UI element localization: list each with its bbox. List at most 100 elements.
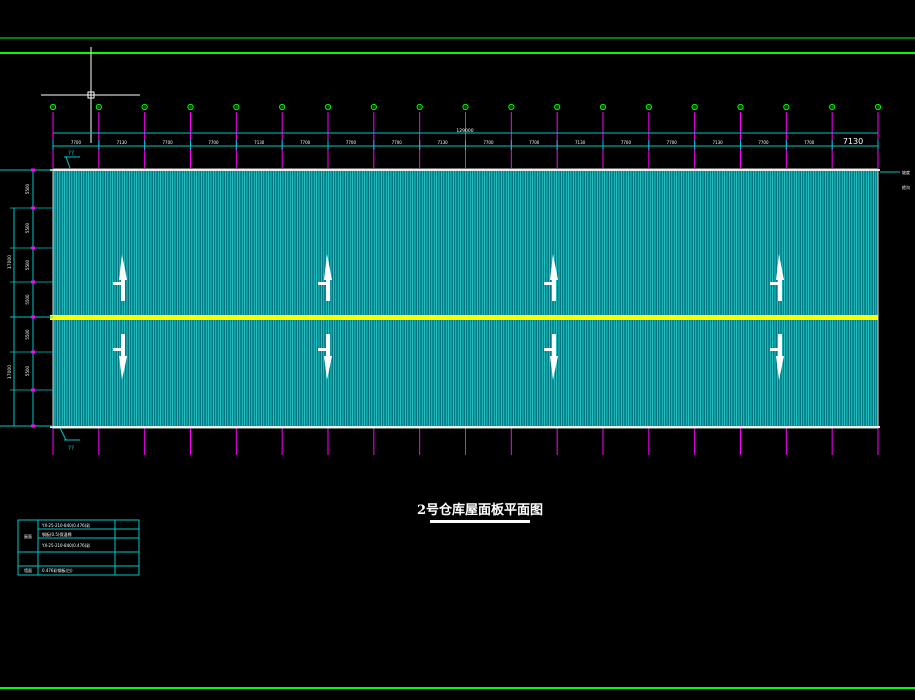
overall-dimension-label: 129000: [456, 128, 473, 134]
column-bubble: ⑱: [829, 103, 836, 111]
slope-arrow-down-icon: [544, 334, 558, 380]
right-note-gutter: 檐沟: [902, 184, 910, 190]
span-label: 7700: [71, 140, 82, 145]
slope-arrows: [113, 254, 784, 380]
left-tick-mark: [31, 315, 35, 319]
svg-text:??: ??: [68, 150, 74, 157]
column-bubble-label: ⑫: [555, 105, 559, 110]
left-inner-label: 5500: [25, 329, 30, 340]
column-bubble-label: ⑨: [418, 106, 421, 110]
span-label: 7700: [300, 140, 311, 145]
column-axis-bubbles: ① ② ③ ④ ⑤ ⑥ ⑦ ⑧ ⑨ ⑩ ⑪ ⑫ ⑬ ⑭ ⑮ ⑯ ⑰ ⑱ ⑲: [49, 103, 882, 111]
legend-roof-line-3: YX-25-210-840(0.476)彩: [41, 542, 90, 548]
column-bubble-label: ④: [189, 106, 192, 110]
column-bubble-label: ⑩: [464, 106, 467, 110]
column-bubble: ⑪: [508, 103, 515, 111]
column-bubble: ②: [95, 103, 102, 111]
title-underline: [430, 520, 530, 523]
column-bubble-label: ⑮: [693, 105, 697, 110]
slope-arrow-up-icon: [113, 254, 127, 301]
left-tick-mark: [31, 280, 35, 284]
left-inner-label: 5500: [25, 183, 30, 194]
left-tick-mark: [31, 246, 35, 250]
span-label: 7130: [437, 140, 448, 145]
left-inner-label: 5500: [25, 365, 30, 376]
slope-arrow-up-icon: [318, 254, 332, 301]
drawing-title: 2号仓库屋面板平面图: [417, 502, 543, 518]
legend-table: 屋面 YX-25-210-840(0.476)彩 钢板(0.5)保温棉 YX-2…: [17, 519, 140, 576]
column-bubble: ⑭: [645, 103, 652, 111]
column-bubble-label: ⑱: [830, 105, 834, 110]
column-bubble: ⑲: [874, 103, 882, 111]
column-bubble-label: ③: [143, 106, 146, 110]
slope-arrow-up-icon: [770, 254, 784, 301]
column-bubble: ⑨: [416, 103, 423, 111]
legend-label-wall: 墙面: [24, 567, 32, 573]
left-tick-mark: [31, 424, 35, 428]
column-bubble-label: ⑦: [326, 106, 329, 110]
column-bubble-label: ⑧: [372, 106, 376, 110]
column-bubble: ⑰: [783, 103, 790, 111]
slope-arrow-down-icon: [770, 334, 784, 380]
column-bubble: ⑮: [691, 103, 698, 111]
left-tick-mark: [31, 388, 35, 392]
column-bubble-label: ①: [51, 106, 54, 110]
column-bubble-label: ②: [97, 106, 100, 110]
column-bubble-label: ⑭: [647, 105, 651, 110]
span-label: 7130: [254, 140, 265, 145]
span-label: 7700: [392, 140, 403, 145]
column-bubble-label: ⑥: [281, 106, 285, 110]
left-dimension-ticks: [10, 168, 53, 428]
span-label: 7130: [712, 140, 723, 145]
span-label: 7700: [529, 140, 540, 145]
ridge-line: [50, 315, 878, 320]
axis-grid-lines: [52, 112, 879, 455]
slope-arrow-down-icon: [113, 334, 127, 380]
column-bubble-label: ⑪: [510, 105, 514, 110]
right-note-slope: 坡度: [902, 169, 910, 175]
column-bubble: ⑯: [737, 103, 744, 111]
column-bubble-label: ⑤: [235, 106, 238, 110]
left-tick-mark: [31, 168, 35, 172]
left-tick-mark: [31, 350, 35, 354]
left-dim-outer-upper: 17000: [7, 255, 13, 269]
top-dimension-lines: [53, 132, 878, 147]
column-bubble: ④: [187, 103, 194, 111]
column-bubble: ①: [49, 103, 57, 111]
span-label: 7700: [483, 140, 494, 145]
column-bubble: ⑧: [370, 103, 377, 111]
legend-roof-line-1: YX-25-210-840(0.476)彩: [41, 522, 90, 528]
column-bubble: ⑫: [554, 103, 561, 111]
span-label: 7130: [575, 140, 586, 145]
column-bubble-label: ⑬: [601, 105, 605, 110]
slope-arrow-up-icon: [544, 254, 558, 301]
span-label: 7700: [208, 140, 219, 145]
span-label: 7700: [804, 140, 815, 145]
column-bubble-label: ⑯: [739, 105, 743, 110]
span-label: 7700: [162, 140, 173, 145]
left-tick-mark: [31, 206, 35, 210]
legend-roof-line-2: 钢板(0.5)保温棉: [42, 531, 71, 537]
svg-text:??: ??: [68, 445, 74, 452]
column-bubble-label: ⑲: [876, 105, 880, 110]
span-label: 7700: [346, 140, 357, 145]
span-label: 7700: [667, 140, 678, 145]
left-inner-label: 5500: [25, 222, 30, 233]
column-bubble: ⑤: [233, 103, 240, 111]
crosshair-cursor-icon: [41, 47, 140, 143]
column-bubble: ⑦: [324, 103, 332, 111]
column-bubble: ⑩: [462, 103, 469, 111]
roof-panel-ribs: [54, 171, 877, 426]
span-label: 7700: [621, 140, 632, 145]
left-inner-label: 5500: [25, 259, 30, 270]
legend-label-roof: 屋面: [24, 533, 32, 539]
legend-wall-line-1: 0.476彩钢板(白): [42, 567, 73, 573]
span-dimension-labels: 7700 7130 7700 7700 7130 7700 7700 7700 7130 7700…: [71, 140, 815, 145]
left-dim-outer-lower: 17000: [7, 365, 13, 379]
eave-marker-bottom: ??: [59, 427, 80, 452]
column-bubble: ⑬: [599, 103, 607, 111]
last-span-label: 7130: [843, 137, 863, 146]
column-bubble-label: ⑰: [785, 105, 789, 110]
